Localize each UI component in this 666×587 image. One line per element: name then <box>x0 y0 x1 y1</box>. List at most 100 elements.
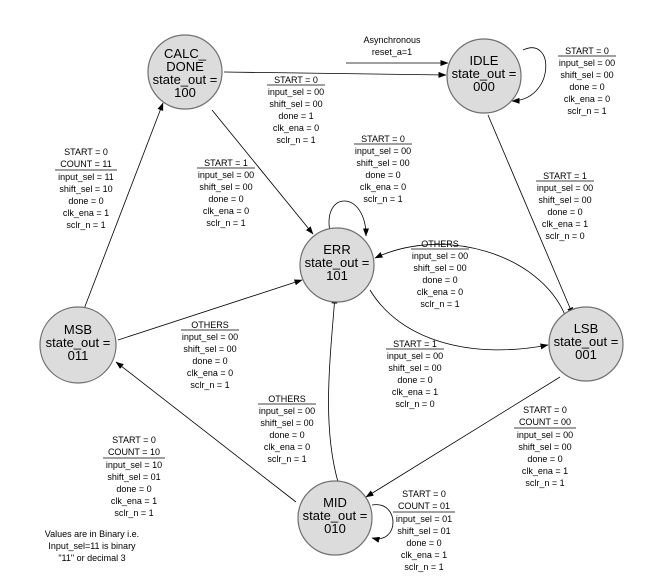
label-mid-to-err-line-3: shift_sel = 00 <box>260 418 313 428</box>
label-msb-to-err: OTHERS input_sel = 00 shift_sel = 00 don… <box>181 320 239 390</box>
label-err-self-line-3: shift_sel = 00 <box>356 158 409 168</box>
label-mid-self-line-4: shift_sel = 01 <box>397 526 450 536</box>
label-idle-self-line-6: sclr_n = 1 <box>567 106 606 116</box>
label-err-self-line-6: sclr_n = 1 <box>363 194 402 204</box>
label-msb-to-calc-line-1: START = 0 <box>64 147 108 157</box>
state-err-circle <box>299 227 375 303</box>
label-calc-to-idle-line-2: input_sel = 00 <box>268 87 324 97</box>
label-calc-to-idle-line-1: START = 0 <box>274 75 318 85</box>
binary-note-line-3: "11" or decimal 3 <box>58 553 125 563</box>
label-mid-self-line-1: START = 0 <box>402 489 446 499</box>
label-lsb-to-mid: START = 0 COUNT = 00 input_sel = 00 shif… <box>514 405 576 488</box>
state-err-line-2: state_out = <box>305 255 370 270</box>
label-calc-to-err-line-1: START = 1 <box>204 158 248 168</box>
label-msb-to-calc-line-7: sclr_n = 1 <box>66 220 105 230</box>
state-idle-circle <box>446 38 522 114</box>
edge-idle-to-lsb <box>487 114 574 316</box>
label-err-to-lsb-line-2: input_sel = 00 <box>387 351 443 361</box>
label-mid-to-msb-line-5: done = 0 <box>116 484 151 494</box>
state-mid: MID state_out = 010 <box>297 480 373 556</box>
state-err-line-1: ERR <box>323 242 350 257</box>
state-mid-circle <box>297 480 373 556</box>
label-calc-to-err-line-4: done = 0 <box>208 194 243 204</box>
label-mid-to-msb-line-4: shift_sel = 01 <box>107 472 160 482</box>
edge-mid-to-err <box>328 295 339 483</box>
label-idle-to-lsb-line-5: clk_ena = 1 <box>542 219 588 229</box>
label-reset-line-2: reset_a=1 <box>372 47 412 57</box>
state-idle-line-2: state_out = <box>452 66 517 81</box>
label-idle-to-lsb-line-3: shift_sel = 00 <box>538 195 591 205</box>
label-mid-to-err: OTHERS input_sel = 00 shift_sel = 00 don… <box>258 394 316 464</box>
label-lsb-to-mid-line-7: sclr_n = 1 <box>525 478 564 488</box>
label-lsb-to-err-line-3: shift_sel = 00 <box>413 263 466 273</box>
state-lsb-circle <box>548 306 624 382</box>
label-msb-to-calc-line-5: done = 0 <box>68 196 103 206</box>
state-calc-done-circle <box>147 34 223 110</box>
label-err-self-line-5: clk_ena = 0 <box>360 182 406 192</box>
label-mid-to-err-line-1: OTHERS <box>268 394 306 404</box>
label-mid-to-err-line-6: sclr_n = 1 <box>267 454 306 464</box>
label-calc-to-idle: START = 0 input_sel = 00 shift_sel = 00 … <box>267 75 325 145</box>
label-mid-self: START = 0 COUNT = 01 input_sel = 01 shif… <box>393 489 455 572</box>
label-msb-to-calc-line-6: clk_ena = 1 <box>63 208 109 218</box>
label-lsb-to-err-line-6: sclr_n = 1 <box>420 299 459 309</box>
label-mid-to-msb: START = 0 COUNT = 10 input_sel = 10 shif… <box>103 435 165 518</box>
label-mid-to-err-line-5: clk_ena = 0 <box>264 442 310 452</box>
label-calc-to-idle-line-4: done = 1 <box>278 111 313 121</box>
label-idle-to-lsb-line-2: input_sel = 00 <box>537 183 593 193</box>
label-msb-to-err-line-4: done = 0 <box>192 356 227 366</box>
label-mid-self-line-6: clk_ena = 1 <box>401 550 447 560</box>
label-lsb-to-mid-line-6: clk_ena = 1 <box>522 466 568 476</box>
label-idle-to-lsb-line-4: done = 0 <box>547 207 582 217</box>
label-idle-to-lsb-line-6: sclr_n = 0 <box>545 231 584 241</box>
state-mid-line-2: state_out = <box>303 508 368 523</box>
state-msb-line-1: MSB <box>64 322 92 337</box>
label-mid-to-msb-line-7: sclr_n = 1 <box>114 508 153 518</box>
state-calc-done-line-1: CALC_ <box>164 46 207 61</box>
label-lsb-to-err: OTHERS input_sel = 00 shift_sel = 00 don… <box>411 239 469 309</box>
state-lsb: LSB state_out = 001 <box>548 306 624 382</box>
label-lsb-to-mid-line-5: done = 0 <box>527 454 562 464</box>
state-lsb-line-2: state_out = <box>554 334 619 349</box>
label-mid-to-msb-line-2: COUNT = 10 <box>108 447 160 457</box>
edge-err-to-lsb <box>369 289 549 351</box>
label-lsb-to-mid-line-2: COUNT = 00 <box>519 417 571 427</box>
label-msb-to-calc-line-3: input_sel = 11 <box>58 172 114 182</box>
label-calc-to-err-line-6: sclr_n = 1 <box>206 218 245 228</box>
label-mid-self-line-5: done = 0 <box>406 538 441 548</box>
label-msb-to-err-line-3: shift_sel = 00 <box>183 344 236 354</box>
label-idle-self-line-5: clk_ena = 0 <box>564 94 610 104</box>
label-msb-to-err-line-1: OTHERS <box>191 320 229 330</box>
label-err-to-lsb-line-4: done = 0 <box>397 375 432 385</box>
label-msb-to-err-line-5: clk_ena = 0 <box>187 368 233 378</box>
label-calc-to-err-line-3: shift_sel = 00 <box>199 182 252 192</box>
label-idle-to-lsb: START = 1 input_sel = 00 shift_sel = 00 … <box>536 171 594 241</box>
state-mid-line-3: 010 <box>324 521 346 536</box>
label-calc-to-err-line-5: clk_ena = 0 <box>203 206 249 216</box>
state-msb: MSB state_out = 011 <box>39 306 117 384</box>
state-msb-line-2: state_out = <box>46 335 111 350</box>
label-mid-self-line-7: sclr_n = 1 <box>404 562 443 572</box>
binary-note-line-1: Values are in Binary i.e. <box>45 529 139 539</box>
label-msb-to-err-line-2: input_sel = 00 <box>182 332 238 342</box>
edge-mid-to-msb <box>115 361 297 503</box>
state-lsb-line-3: 001 <box>575 347 597 362</box>
label-reset-line-1: Asynchronous <box>363 35 421 45</box>
label-calc-to-err-line-2: input_sel = 00 <box>198 170 254 180</box>
label-err-self: START = 0 input_sel = 00 shift_sel = 00 … <box>354 134 412 204</box>
state-calc-done: CALC_ DONE state_out = 100 <box>147 34 223 110</box>
edge-idle-self-loop <box>511 47 547 104</box>
label-mid-self-line-3: input_sel = 01 <box>396 514 452 524</box>
edge-calc-done-to-err <box>211 109 314 235</box>
label-mid-to-msb-line-3: input_sel = 10 <box>106 460 162 470</box>
label-idle-self-line-2: input_sel = 00 <box>559 58 615 68</box>
label-mid-to-msb-line-1: START = 0 <box>112 435 156 445</box>
label-mid-to-err-line-2: input_sel = 00 <box>259 406 315 416</box>
label-err-to-lsb-line-3: shift_sel = 00 <box>388 363 441 373</box>
state-msb-line-3: 011 <box>68 348 89 363</box>
label-lsb-to-mid-line-3: input_sel = 00 <box>517 430 573 440</box>
label-err-self-line-4: done = 0 <box>365 170 400 180</box>
label-calc-to-idle-line-3: shift_sel = 00 <box>269 99 322 109</box>
edge-calc-done-to-idle <box>223 71 447 78</box>
